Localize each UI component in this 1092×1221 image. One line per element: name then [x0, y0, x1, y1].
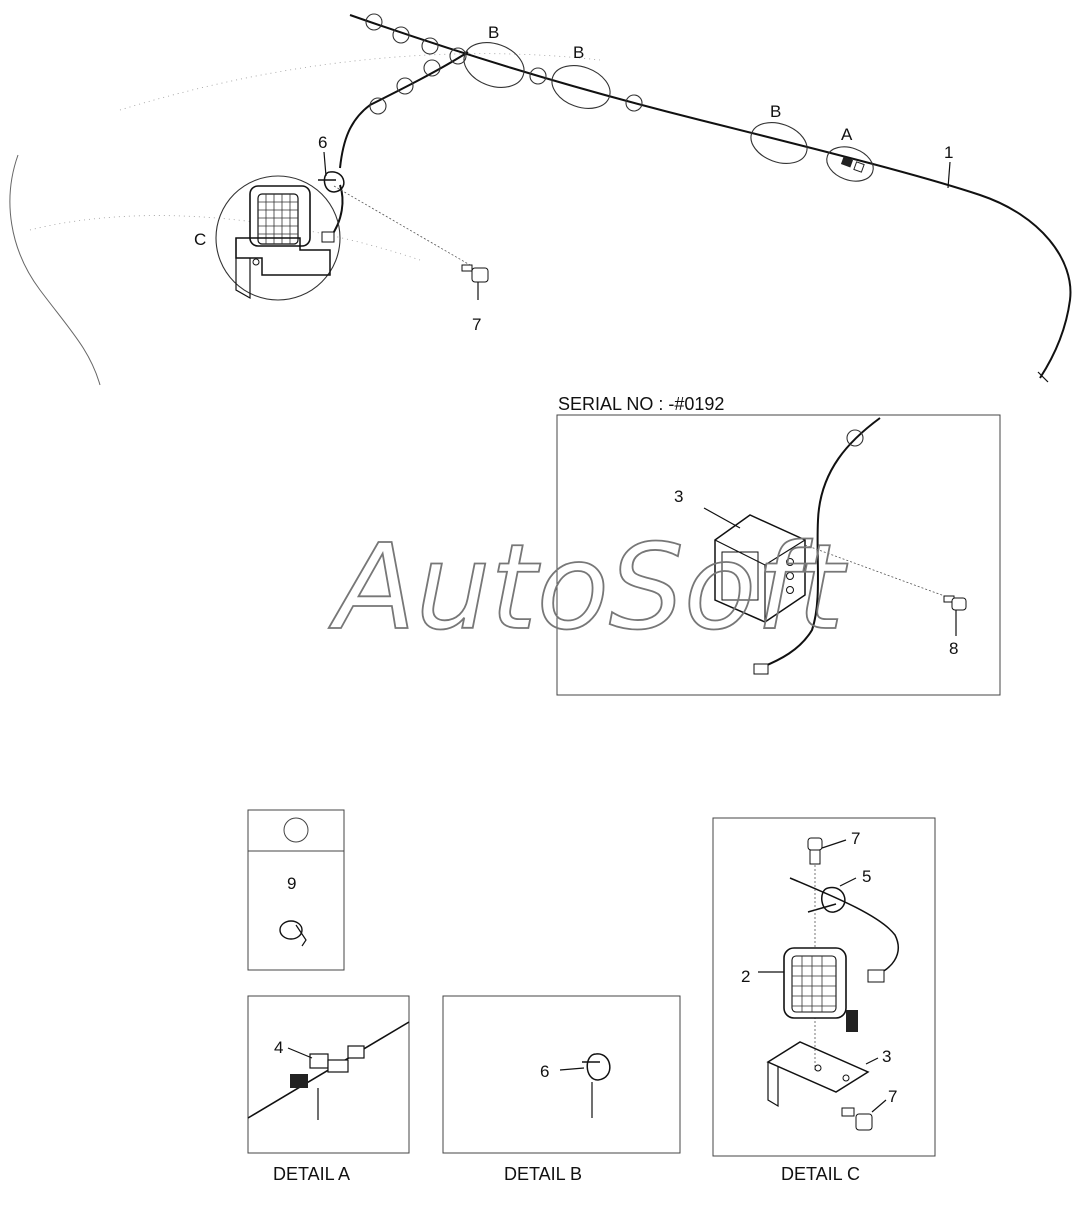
callout-4: 4 [274, 1038, 283, 1057]
watermark-text: AutoSoft [328, 518, 848, 656]
serial-inset-box [556, 414, 1001, 696]
caption-detail-b: DETAIL B [504, 1164, 582, 1184]
callout-b-3: B [770, 102, 781, 121]
callout-c: C [194, 230, 206, 249]
callout-7-detail-c-top: 7 [851, 829, 860, 848]
serial-number-label: SERIAL NO : -#0192 [558, 394, 724, 414]
callout-labels: 1 6 7 A B B B C SERIAL NO : -#0192 3 8 9… [194, 23, 958, 1106]
detail-captions: DETAIL A DETAIL B DETAIL C [273, 1164, 860, 1184]
callout-3-detail-c: 3 [882, 1047, 891, 1066]
callout-9: 9 [287, 874, 296, 893]
caption-detail-a: DETAIL A [273, 1164, 350, 1184]
callout-a: A [841, 125, 853, 144]
callout-1: 1 [944, 143, 953, 162]
detail-b-box [442, 995, 681, 1154]
caption-detail-c: DETAIL C [781, 1164, 860, 1184]
machine-outline [9, 53, 601, 386]
callout-5: 5 [862, 867, 871, 886]
callout-2: 2 [741, 967, 750, 986]
callout-6: 6 [318, 133, 327, 152]
kit-box [247, 809, 345, 971]
work-light-circle-detail [215, 171, 489, 301]
callout-7: 7 [472, 315, 481, 334]
callout-8: 8 [949, 639, 958, 658]
callout-7-detail-c-bottom: 7 [888, 1087, 897, 1106]
main-harness [329, 13, 1072, 383]
detail-a-box [247, 995, 410, 1154]
callout-b-2: B [573, 43, 584, 62]
detail-c-box [712, 817, 936, 1157]
callout-b-1: B [488, 23, 499, 42]
callout-3-serial: 3 [674, 487, 683, 506]
callout-6-detail-b: 6 [540, 1062, 549, 1081]
